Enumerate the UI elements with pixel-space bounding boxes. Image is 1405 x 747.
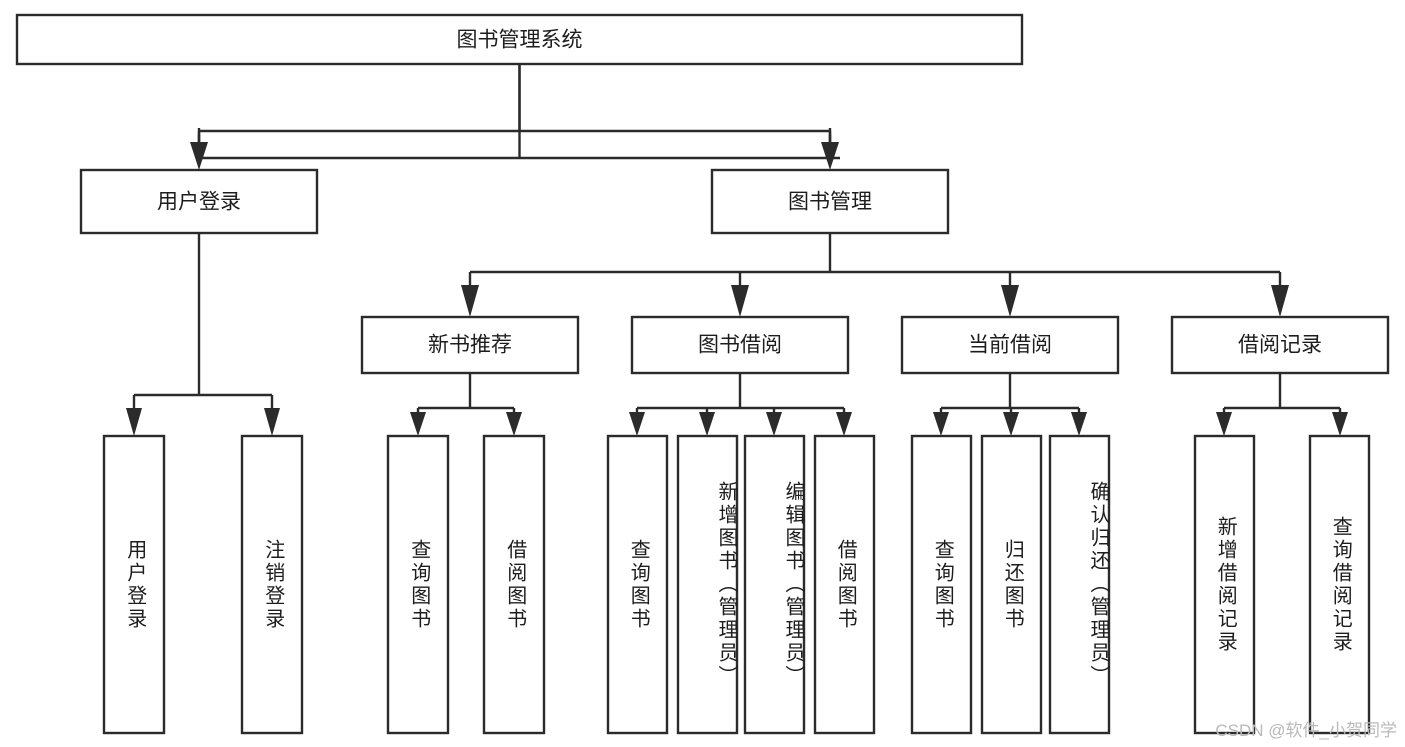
connector-group-book-borrow <box>629 373 852 436</box>
node-label-user-login: 用户登录 <box>157 191 241 214</box>
arrow-head-br-l1 <box>1216 412 1232 436</box>
node-label-current-borrow: 当前借阅 <box>968 334 1052 357</box>
node-label-borrow-record: 借阅记录 <box>1238 334 1322 357</box>
arrow-head-new-book-l1 <box>410 412 426 436</box>
leaf-box-return-book[interactable] <box>980 434 1043 735</box>
node-label-book-management: 图书管理 <box>788 191 872 214</box>
node-box-root[interactable] <box>15 13 1024 66</box>
leaf-box-query-borrow-record[interactable] <box>1308 434 1371 735</box>
leaf-box-query-book-1[interactable] <box>386 434 450 735</box>
leaf-box-user-login[interactable] <box>102 434 166 735</box>
connector-layer <box>126 64 1348 436</box>
node-box-book-management[interactable] <box>710 168 950 235</box>
arrow-head-leaf-logout <box>264 408 280 436</box>
leaf-box-add-borrow-record[interactable] <box>1193 434 1256 735</box>
arrow-head-book-mgmt <box>821 142 839 170</box>
arrow-head-user-login <box>190 142 208 170</box>
arrow-head-br-l2 <box>1332 412 1348 436</box>
arrow-head-bb-l1 <box>629 412 645 436</box>
node-box-borrow-record[interactable] <box>1170 315 1390 375</box>
arrow-head-current-borrow <box>1001 285 1019 317</box>
leaf-box-add-book-admin[interactable] <box>676 434 739 735</box>
leaf-box-query-book-2[interactable] <box>606 434 669 735</box>
leaf-box-edit-book-admin[interactable] <box>743 434 806 735</box>
arrow-head-cb-l3 <box>1071 412 1087 436</box>
arrow-head-book-borrow <box>731 285 749 317</box>
arrow-head-bb-l3 <box>766 412 782 436</box>
connector-group-borrow-record <box>1216 373 1348 436</box>
arrow-head-leaf-user-login <box>126 408 142 436</box>
leaf-box-borrow-book-1[interactable] <box>482 434 546 735</box>
arrow-head-new-book <box>461 285 479 317</box>
node-box-current-borrow[interactable] <box>900 315 1120 375</box>
node-box-new-book-recommend[interactable] <box>360 315 580 375</box>
node-box-user-login[interactable] <box>79 168 319 235</box>
node-layer: 图书管理系统 用户登录 图书管理 新书推荐 图书借阅 当前借阅 借阅记录 <box>15 13 1390 735</box>
arrow-head-bb-l4 <box>836 412 852 436</box>
arrow-head-cb-l2 <box>1003 412 1019 436</box>
connector-group-current-borrow <box>933 373 1087 436</box>
leaf-box-query-book-3[interactable] <box>910 434 973 735</box>
connector-level2-correct <box>190 64 839 170</box>
node-label-new-book-recommend: 新书推荐 <box>428 334 512 357</box>
arrow-head-cb-l1 <box>933 412 949 436</box>
connector-group-book-mgmt <box>461 233 1289 317</box>
watermark-text: CSDN @软件_小贺同学 <box>1215 721 1397 740</box>
node-box-book-borrow[interactable] <box>630 315 850 375</box>
connector-group-new-book <box>410 373 522 436</box>
arrow-head-borrow-record <box>1271 285 1289 317</box>
leaf-box-confirm-return-admin[interactable] <box>1048 434 1111 735</box>
node-label-root: 图书管理系统 <box>457 29 583 52</box>
arrow-head-new-book-l2 <box>506 412 522 436</box>
leaf-box-logout[interactable] <box>240 434 304 735</box>
node-label-book-borrow: 图书借阅 <box>698 334 782 357</box>
leaf-box-borrow-book-2[interactable] <box>813 434 876 735</box>
arrow-head-bb-l2 <box>699 412 715 436</box>
connector-group-user-login <box>126 233 280 436</box>
